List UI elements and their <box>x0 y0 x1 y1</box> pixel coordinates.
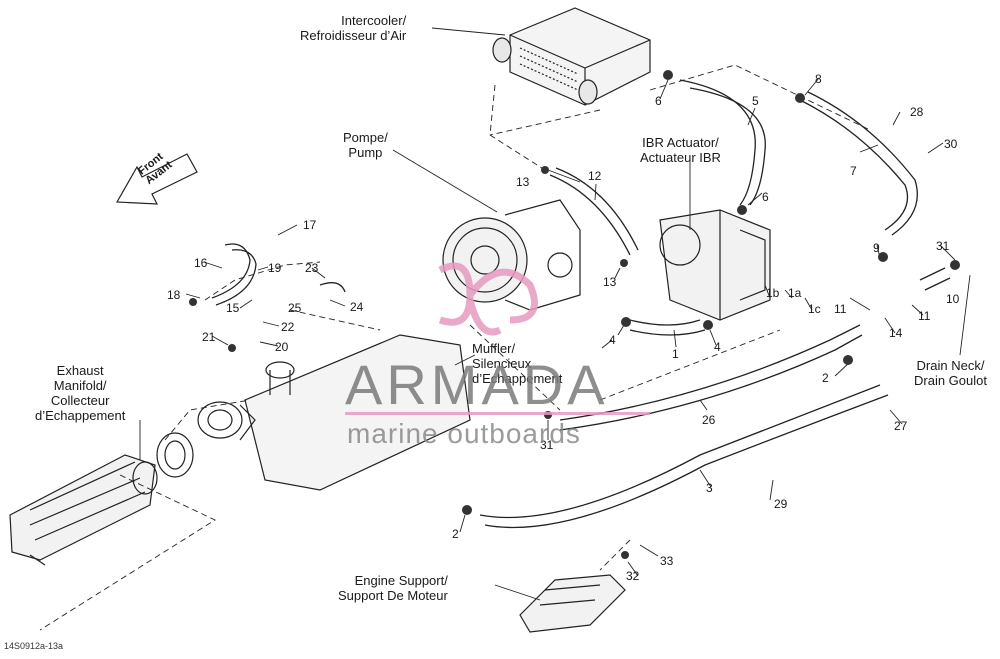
pump-part <box>442 199 581 311</box>
drain-label-line1: Drain Neck/ <box>916 358 985 373</box>
part-number: 3 <box>706 481 713 495</box>
part-number: 17 <box>303 218 317 232</box>
part-number: 1c <box>808 302 821 316</box>
front-arrow-icon <box>115 153 198 205</box>
ibr-actuator-part <box>659 209 771 321</box>
part-number: 18 <box>167 288 181 302</box>
watermark-title: ARMADA <box>345 353 609 416</box>
part-number: 26 <box>702 413 716 427</box>
exhaust-label-line2: Manifold/ <box>53 378 107 393</box>
dashed-guides <box>39 64 871 631</box>
part-number: 1b <box>766 286 780 300</box>
watermark-logo-icon <box>438 262 538 336</box>
ibr-label-line2: Actuateur IBR <box>640 150 721 165</box>
part-number: 25 <box>288 301 302 315</box>
part-number: 12 <box>588 169 602 183</box>
part-number: 11 <box>834 302 847 316</box>
intercooler-part <box>492 7 651 106</box>
part-number: 6 <box>655 94 662 108</box>
exhaust-manifold-part <box>9 432 194 566</box>
part-number: 24 <box>350 300 364 314</box>
part-number: 1a <box>788 286 802 300</box>
part-number: 31 <box>540 438 554 452</box>
pump-label: Pompe/ Pump <box>343 130 388 160</box>
intercooler-label-line2: Refroidisseur d’Air <box>300 28 407 43</box>
watermark-divider <box>345 412 650 415</box>
part-number: 10 <box>946 292 960 306</box>
part-number: 31 <box>936 239 950 253</box>
engine-support-part <box>519 574 626 633</box>
part-number: 4 <box>609 333 616 347</box>
part-number: 29 <box>774 497 788 511</box>
clamps <box>189 70 960 559</box>
part-number: 27 <box>894 419 908 433</box>
exhaust-label-line4: d’Echappement <box>35 408 126 423</box>
engine-support-label-line2: Support De Moteur <box>338 588 448 603</box>
exhaust-label-line1: Exhaust <box>56 363 104 378</box>
intercooler-label-line1: Intercooler/ <box>341 13 407 28</box>
muffler-label-line1: Muffler/ <box>472 341 516 356</box>
engine-support-label-line1: Engine Support/ <box>354 573 448 588</box>
pump-label-line2: Pump <box>348 145 383 160</box>
exhaust-manifold-label: Exhaust Manifold/ Collecteur d’Echappeme… <box>35 363 125 423</box>
pump-label-line1: Pompe/ <box>343 130 388 145</box>
leader-lines <box>139 27 971 601</box>
intercooler-label: Intercooler/ Refroidisseur d’Air <box>300 13 406 43</box>
part-number: 19 <box>268 261 282 275</box>
part-number: 5 <box>752 94 759 108</box>
watermark-subtitle: marine outboards <box>347 418 581 449</box>
ibr-actuator-label: IBR Actuator/ Actuateur IBR <box>640 135 721 165</box>
part-number: 20 <box>275 340 289 354</box>
part-number: 2 <box>452 527 459 541</box>
engine-support-label: Engine Support/ Support De Moteur <box>338 573 448 603</box>
part-number: 9 <box>873 241 880 255</box>
drain-neck-label: Drain Neck/ Drain Goulot <box>914 358 987 388</box>
part-number: 16 <box>194 256 208 270</box>
part-number: 11 <box>918 309 931 323</box>
part-number: 30 <box>944 137 958 151</box>
part-number: 13 <box>603 275 617 289</box>
ibr-label-line1: IBR Actuator/ <box>642 135 719 150</box>
part-number: 15 <box>226 301 240 315</box>
part-number: 7 <box>850 164 857 178</box>
part-number: 2 <box>822 371 829 385</box>
part-number: 1 <box>672 347 679 361</box>
part-number: 6 <box>762 190 769 204</box>
muffler-label-line3: d’Echappement <box>472 371 563 386</box>
drain-label-line2: Drain Goulot <box>914 373 987 388</box>
part-number: 14 <box>889 326 903 340</box>
figure-code: 14S0912a-13a <box>4 641 64 651</box>
part-number: 33 <box>660 554 674 568</box>
part-number: 8 <box>815 72 822 86</box>
part-number: 21 <box>202 330 216 344</box>
part-number: 23 <box>305 261 319 275</box>
muffler-label-line2: Silencieux <box>472 356 532 371</box>
exhaust-label-line3: Collecteur <box>50 393 110 408</box>
part-number: 28 <box>910 105 924 119</box>
part-number: 32 <box>626 569 640 583</box>
part-number: 4 <box>714 340 721 354</box>
muffler-label: Muffler/ Silencieux d’Echappement <box>472 341 562 386</box>
part-number: 22 <box>281 320 295 334</box>
part-number: 13 <box>516 175 530 189</box>
